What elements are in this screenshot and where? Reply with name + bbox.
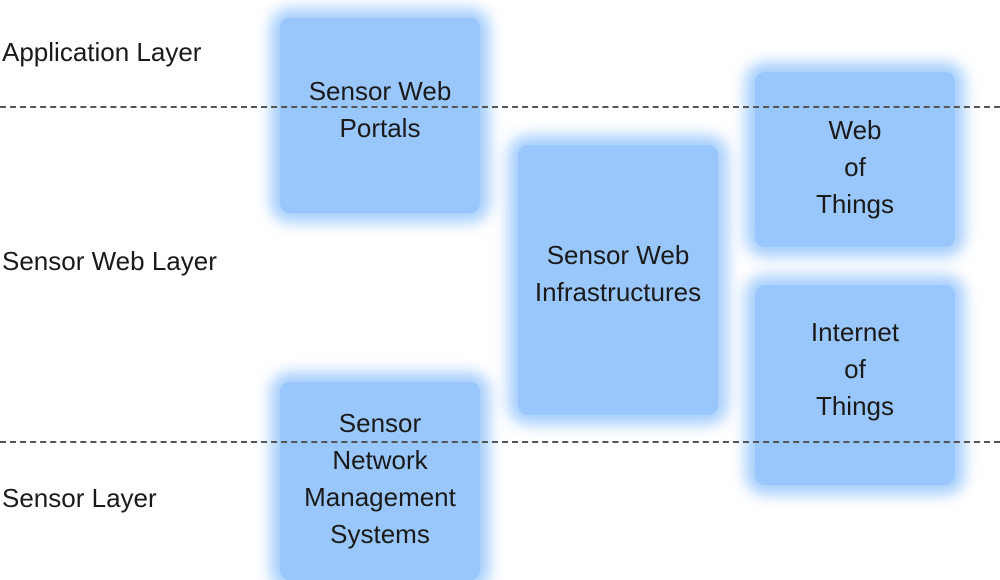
box-line: of — [844, 354, 866, 384]
sensor-web-portals-box — [280, 18, 480, 213]
box-line: Things — [815, 189, 895, 219]
sensor-web-portals-label: Sensor Web Portals — [280, 73, 480, 147]
sensor-web-layer-label: Sensor Web Layer — [2, 246, 217, 276]
sensor-network-management-box — [280, 382, 480, 580]
box-line: Infrastructures — [534, 277, 702, 307]
box-line: Sensor Web — [308, 76, 452, 106]
box-line: Portals — [339, 113, 421, 143]
box-line: Internet — [810, 317, 900, 347]
application-layer-label: Application Layer — [2, 37, 202, 67]
box-line: Web — [828, 115, 882, 145]
web-of-things-box — [755, 72, 955, 247]
sensor-layer-label: Sensor Layer — [2, 483, 157, 513]
internet-of-things-label: Internet of Things — [755, 314, 955, 425]
box-line: Sensor Web — [546, 240, 690, 270]
lower-layer-divider — [0, 441, 1000, 443]
internet-of-things-box — [755, 285, 955, 485]
upper-layer-divider — [0, 106, 1000, 108]
box-line: Sensor — [338, 408, 422, 438]
box-line: Systems — [330, 519, 430, 549]
box-line: Management — [304, 482, 456, 512]
box-line: Network — [332, 445, 428, 475]
sensor-web-infrastructures-box — [518, 145, 718, 415]
box-line: of — [844, 152, 866, 182]
box-line: Things — [815, 391, 895, 421]
sensor-network-management-label: Sensor Network Management Systems — [280, 405, 480, 553]
sensor-web-infrastructures-label: Sensor Web Infrastructures — [518, 237, 718, 311]
web-of-things-label: Web of Things — [755, 112, 955, 223]
